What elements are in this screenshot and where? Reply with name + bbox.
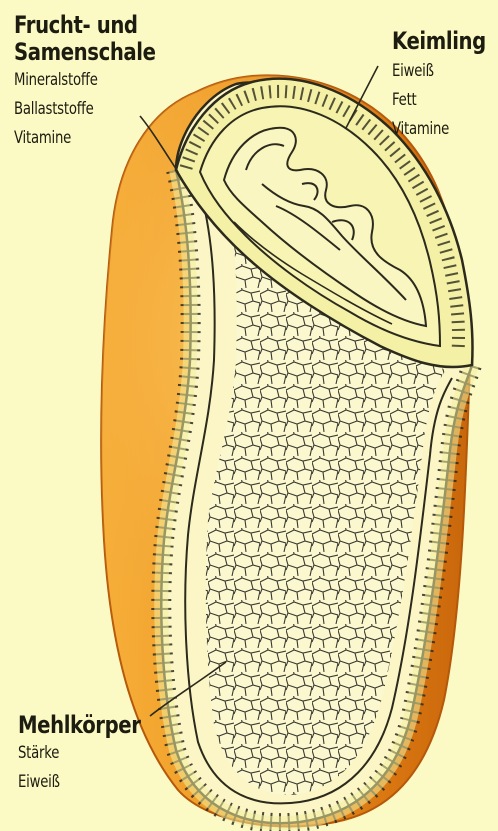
shell-title-line2: Samenschale xyxy=(14,39,156,66)
germ-title: Keimling xyxy=(392,28,486,55)
label-fruit-seed-coat: Frucht- und Samenschale Mineralstoffe Ba… xyxy=(14,12,187,153)
germ-item-vitamins: Vitamine xyxy=(392,115,481,144)
label-endosperm: Mehlkörper Stärke Eiweiß xyxy=(18,712,167,797)
shell-item-minerals: Mineralstoffe xyxy=(14,66,149,95)
shell-title-line1: Frucht- und xyxy=(14,12,156,39)
label-germ: Keimling Eiweiß Fett Vitamine xyxy=(392,38,498,144)
shell-item-fiber: Ballaststoffe xyxy=(14,95,149,124)
endosperm-item-starch: Stärke xyxy=(18,739,135,768)
germ-item-fat: Fett xyxy=(392,86,481,115)
endosperm-item-protein: Eiweiß xyxy=(18,768,135,797)
shell-item-vitamins: Vitamine xyxy=(14,124,149,153)
endosperm-title: Mehlkörper xyxy=(18,712,141,739)
germ-item-protein: Eiweiß xyxy=(392,57,481,86)
